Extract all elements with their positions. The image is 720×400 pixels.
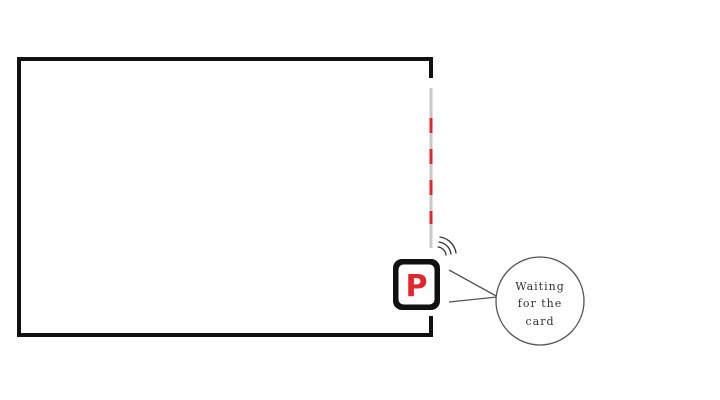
status-line-3: card — [525, 315, 554, 328]
terminal-logo-letter: P — [406, 269, 428, 304]
callout-pointer — [448, 269, 499, 303]
parking-p-icon: P — [393, 259, 440, 310]
parking-lot-wall — [17, 57, 433, 337]
wireless-signal-icon — [437, 236, 457, 256]
status-line-1: Waiting — [515, 280, 565, 293]
status-line-2: for the — [518, 297, 562, 310]
status-callout: Waiting for the card — [495, 256, 585, 346]
